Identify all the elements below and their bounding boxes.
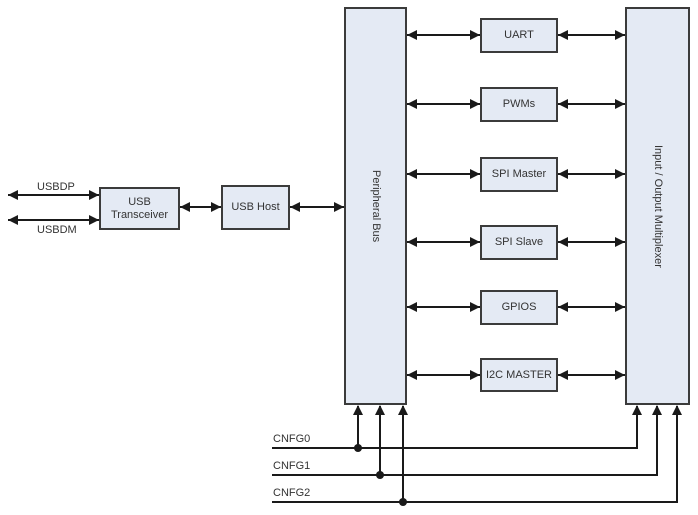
- uart-label: UART: [504, 29, 534, 41]
- usbdm-arrow: [8, 215, 99, 225]
- spi-master-label: SPI Master: [491, 168, 547, 180]
- usb-host-block: USB Host: [221, 185, 290, 230]
- cnfg2-label: CNFG2: [273, 487, 311, 499]
- bus-spi-slave-arrow: [407, 237, 480, 247]
- i2c-master-label: I2C MASTER: [485, 368, 552, 381]
- cnfg2-junction-dot: [399, 498, 407, 506]
- cnfg2-bus-arrow: [398, 405, 408, 502]
- cnfg0-bus-arrow: [353, 405, 363, 448]
- pwms-mux-arrow: [558, 99, 625, 109]
- cnfg1-junction-dot: [376, 471, 384, 479]
- bus-pwms-arrow: [407, 99, 480, 109]
- bus-gpios-arrow: [407, 302, 480, 312]
- cnfg1-line: [272, 474, 658, 476]
- peripheral-block-gpios: GPIOS: [480, 290, 558, 325]
- gpios-mux-arrow: [558, 302, 625, 312]
- gpios-label: GPIOS: [501, 301, 537, 313]
- usb-host-label: USB Host: [231, 201, 280, 213]
- peripheral-bus-label: Peripheral Bus: [370, 169, 382, 243]
- cnfg0-line: [272, 447, 638, 449]
- host-bus-arrow: [290, 202, 344, 212]
- transceiver-host-arrow: [180, 202, 221, 212]
- spi-slave-mux-arrow: [558, 237, 625, 247]
- io-multiplexer-block: Input / Output Multiplexer: [625, 7, 690, 405]
- i2c-master-mux-arrow: [558, 370, 625, 380]
- spi-master-mux-arrow: [558, 169, 625, 179]
- cnfg0-mux-arrow: [632, 405, 642, 448]
- peripheral-block-spi-master: SPI Master: [480, 157, 558, 192]
- cnfg0-junction-dot: [354, 444, 362, 452]
- usb-transceiver-label: USB Transceiver: [110, 195, 169, 221]
- uart-mux-arrow: [558, 30, 625, 40]
- usbdm-label: USBDM: [37, 224, 77, 236]
- peripheral-block-spi-slave: SPI Slave: [480, 225, 558, 260]
- cnfg2-mux-arrow: [672, 405, 682, 502]
- bus-uart-arrow: [407, 30, 480, 40]
- peripheral-bus-block: Peripheral Bus: [344, 7, 407, 405]
- bus-spi-master-arrow: [407, 169, 480, 179]
- spi-slave-label: SPI Slave: [494, 236, 544, 248]
- usb-transceiver-block: USB Transceiver: [99, 187, 180, 230]
- usbdp-label: USBDP: [37, 181, 75, 193]
- cnfg1-bus-arrow: [375, 405, 385, 475]
- cnfg1-mux-arrow: [652, 405, 662, 475]
- peripheral-block-uart: UART: [480, 18, 558, 53]
- usbdp-arrow: [8, 190, 99, 200]
- cnfg1-label: CNFG1: [273, 460, 311, 472]
- peripheral-block-pwms: PWMs: [480, 87, 558, 122]
- peripheral-block-i2c-master: I2C MASTER: [480, 358, 558, 392]
- pwms-label: PWMs: [502, 98, 536, 110]
- cnfg2-line: [272, 501, 678, 503]
- bus-i2c-master-arrow: [407, 370, 480, 380]
- cnfg0-label: CNFG0: [273, 433, 311, 445]
- io-multiplexer-label: Input / Output Multiplexer: [652, 144, 664, 268]
